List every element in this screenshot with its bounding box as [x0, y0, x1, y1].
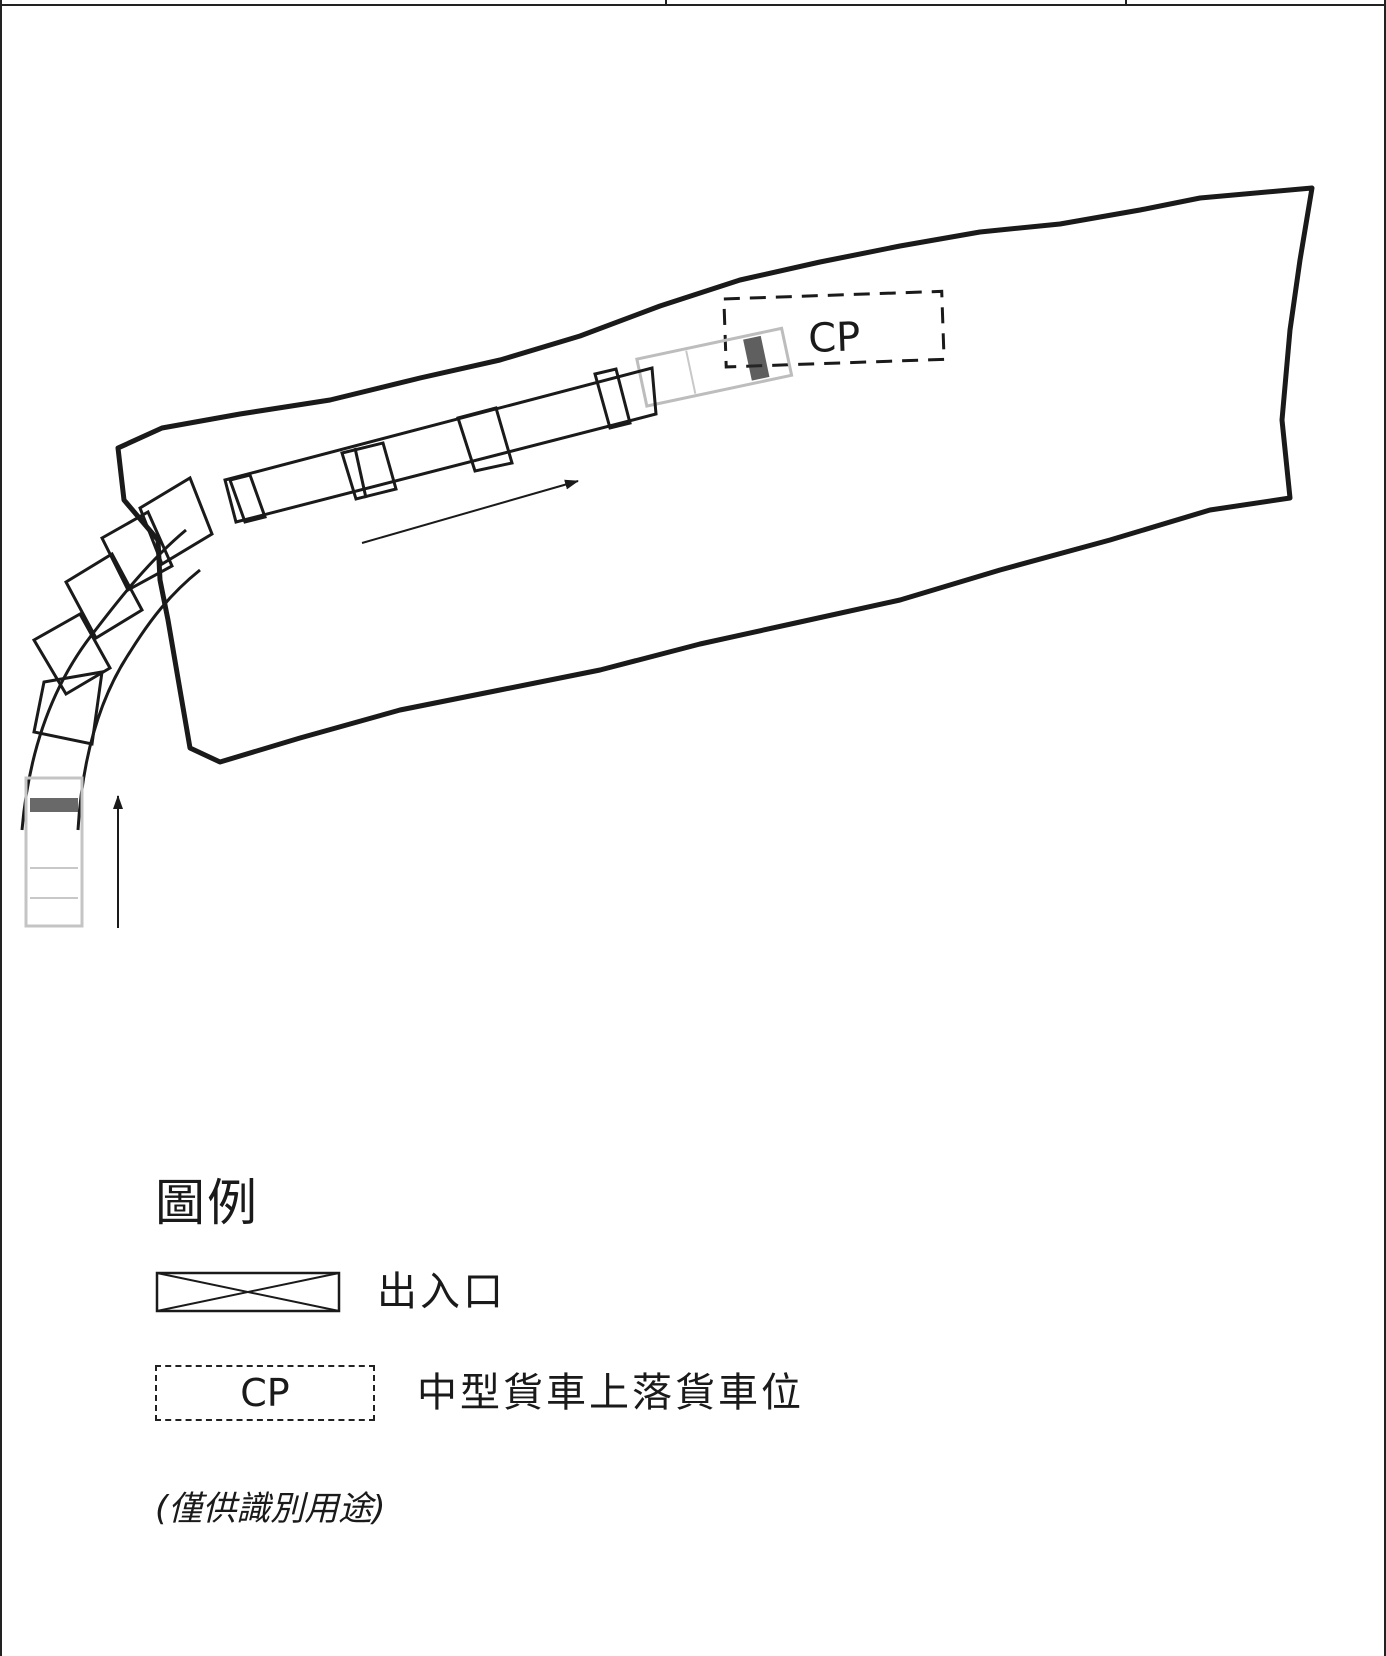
- legend-entrance-label: 出入口: [377, 1269, 506, 1315]
- vehicle-in-bay-icon: [635, 326, 794, 408]
- loading-bay-icon: CP: [155, 1365, 375, 1421]
- top-divider-tick: [665, 0, 667, 4]
- vehicle-at-entrance-icon: [24, 776, 84, 928]
- legend-entrance-row: 出入口: [155, 1270, 506, 1314]
- identification-note: (僅供識別用途): [155, 1489, 386, 1529]
- entrance-symbol-icon: [155, 1271, 341, 1313]
- legend-cp-row: CP 中型貨車上落貨車位: [155, 1365, 804, 1421]
- parking-bay-label: CP: [807, 314, 861, 362]
- legend-title: 圖例: [155, 1174, 259, 1232]
- loading-bay-cp: CP: [722, 289, 946, 369]
- direction-arrow-icon: [361, 479, 579, 544]
- top-rule: [0, 0, 1386, 6]
- legend-cp-label: 中型貨車上落貨車位: [417, 1370, 804, 1416]
- legend-cp-symbol: CP: [240, 1371, 290, 1415]
- top-divider-tick: [1125, 0, 1127, 4]
- vehicle-turning-path: [20, 475, 214, 831]
- vehicle-swept-path: [223, 366, 658, 524]
- site-boundary: [115, 185, 1315, 765]
